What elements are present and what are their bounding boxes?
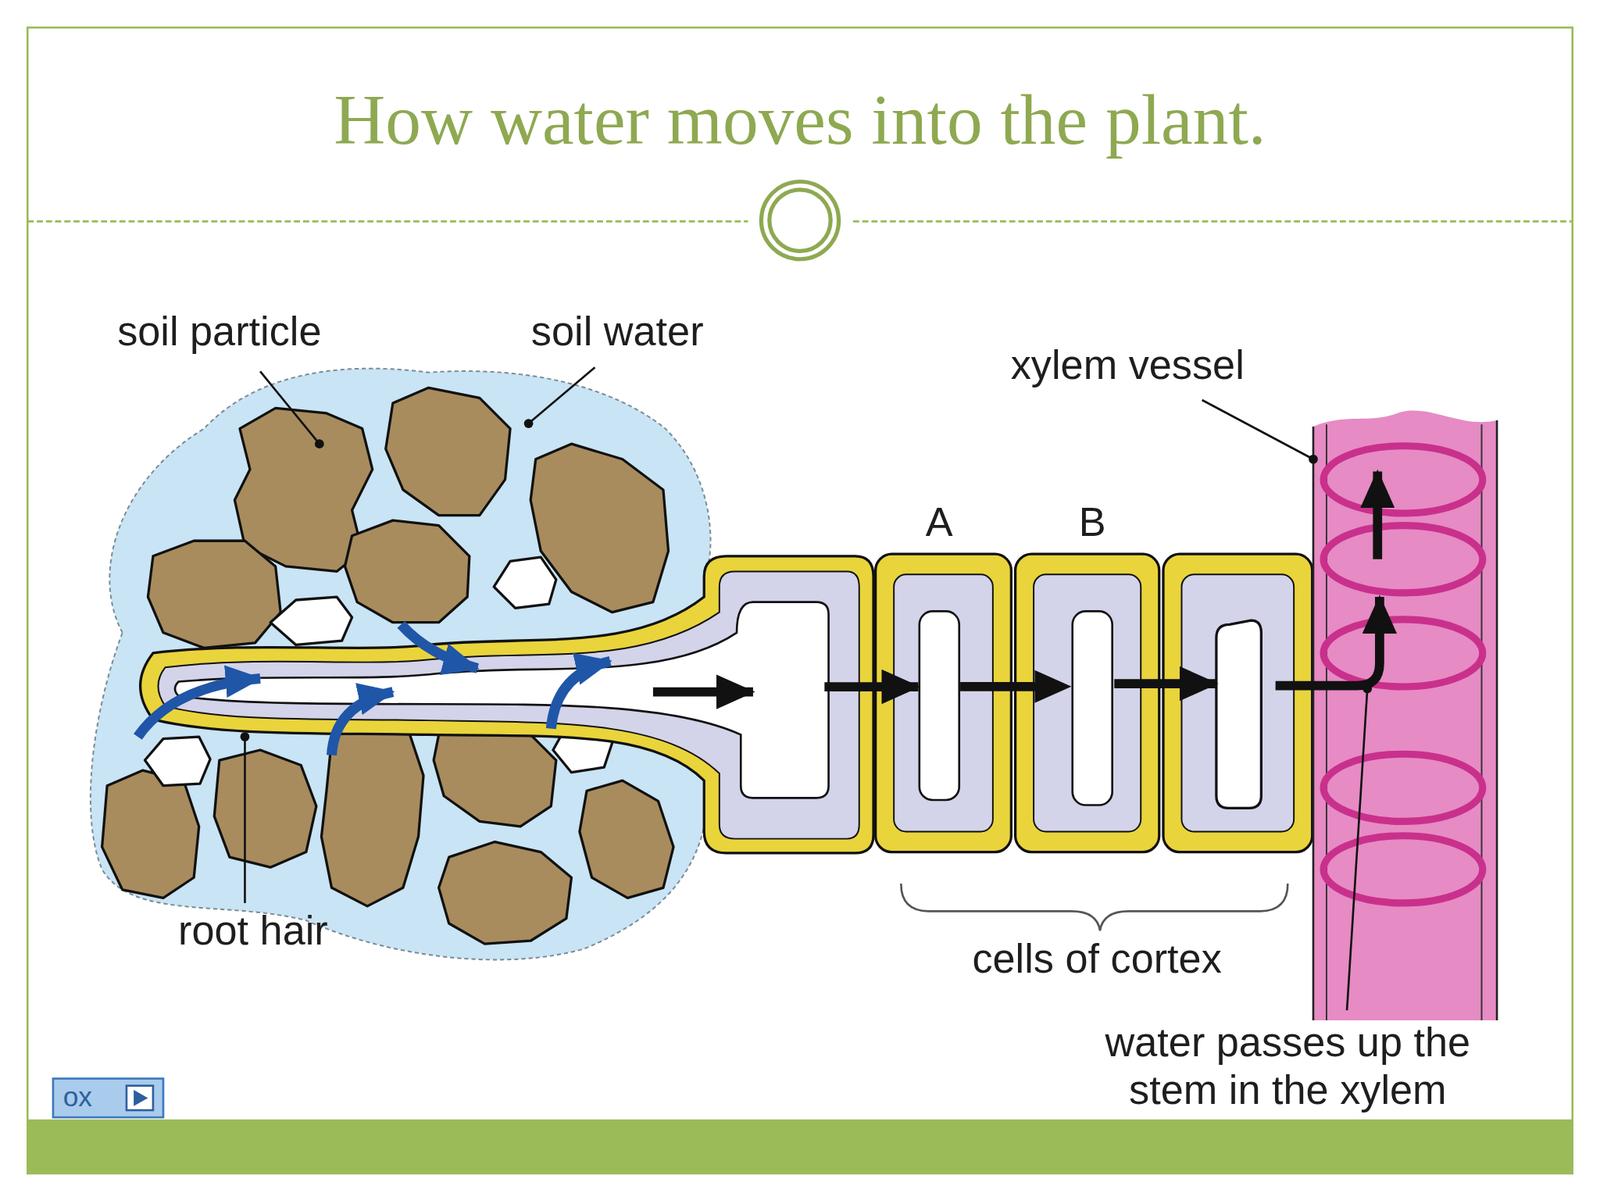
slide-frame bbox=[27, 27, 1572, 1174]
leader-dot bbox=[1362, 684, 1372, 694]
xylem-edge bbox=[1481, 424, 1483, 1021]
leader-dot bbox=[314, 439, 325, 449]
xylem-ring bbox=[1323, 619, 1483, 687]
root-hair-cell-wall bbox=[140, 556, 874, 854]
cortex-cytoplasm bbox=[893, 574, 993, 832]
xylem-ring bbox=[1323, 525, 1483, 593]
cortex-cytoplasm bbox=[1033, 574, 1141, 832]
watermark-play-icon bbox=[133, 1089, 148, 1107]
note-label: water passes up the stem in the xylem bbox=[1073, 1017, 1503, 1115]
water-arrow bbox=[400, 624, 478, 668]
part-label: soil particle bbox=[117, 307, 322, 357]
soil-particle bbox=[214, 750, 317, 868]
flow-arrow bbox=[1114, 678, 1217, 689]
cortex-cell-wall bbox=[1163, 553, 1313, 852]
soil-particle bbox=[147, 540, 281, 648]
xylem-rings bbox=[1323, 446, 1483, 904]
soil-particle bbox=[385, 387, 511, 515]
flow-arrow bbox=[1275, 596, 1380, 686]
leader-dot bbox=[1308, 454, 1318, 465]
flow-arrows bbox=[653, 471, 1380, 692]
leader-line bbox=[1346, 689, 1368, 1011]
xylem-edge bbox=[1496, 420, 1499, 1021]
watermark-text: ox bbox=[63, 1082, 93, 1115]
leader-line bbox=[528, 367, 596, 424]
part-label: root hair bbox=[178, 906, 329, 955]
water-arrow bbox=[331, 692, 393, 756]
soil-particle bbox=[344, 520, 469, 623]
soil-particle bbox=[579, 780, 674, 898]
cell-vacuole: A bbox=[918, 610, 961, 801]
arrow-head bbox=[1034, 670, 1072, 704]
leader-line bbox=[260, 371, 320, 444]
air-space bbox=[493, 557, 557, 608]
soil-particle bbox=[439, 842, 572, 945]
cell-letter: B bbox=[1078, 497, 1107, 545]
root-hair-cytoplasm bbox=[157, 571, 859, 839]
water-entry-arrows bbox=[137, 624, 611, 755]
watermark-play-box bbox=[126, 1085, 154, 1111]
flow-arrow bbox=[1372, 471, 1383, 559]
xylem-vessel bbox=[1313, 410, 1497, 1022]
group-label: cells of cortex bbox=[971, 935, 1222, 984]
water-arrow bbox=[137, 678, 261, 737]
leader-dot bbox=[524, 418, 534, 429]
slide-title: How water moves into the plant. bbox=[0, 77, 1600, 164]
leader-line bbox=[1202, 400, 1314, 460]
cortex-vacuole bbox=[1216, 620, 1261, 808]
part-label: soil water bbox=[531, 307, 704, 357]
air-space bbox=[144, 736, 211, 786]
leader-line bbox=[243, 736, 247, 904]
cortex-cell-wall bbox=[875, 553, 1012, 852]
xylem-wall bbox=[1313, 410, 1497, 1022]
part-label: xylem vessel bbox=[1010, 341, 1245, 390]
divider-ring bbox=[760, 181, 839, 259]
cell-letter: A bbox=[925, 497, 954, 545]
flow-arrow bbox=[653, 687, 754, 697]
water-arrow bbox=[550, 660, 611, 729]
air-space bbox=[270, 596, 352, 645]
cell-vacuole: B bbox=[1071, 610, 1114, 807]
cortex-cytoplasm bbox=[1181, 574, 1294, 832]
footer-band bbox=[27, 1119, 1572, 1174]
divider-line bbox=[853, 220, 1573, 223]
leader-dot bbox=[240, 732, 250, 742]
xylem-edge bbox=[1325, 424, 1328, 1021]
cortex-cells bbox=[875, 553, 1313, 852]
xylem-ring bbox=[1323, 753, 1483, 822]
cortex-cell-wall bbox=[1015, 553, 1160, 852]
leader-dots bbox=[240, 418, 1372, 742]
watermark-button bbox=[53, 1078, 164, 1118]
divider-line bbox=[27, 220, 748, 223]
flow-connector bbox=[960, 682, 1041, 692]
xylem-ring bbox=[1323, 446, 1483, 514]
leader-lines bbox=[244, 367, 1368, 1011]
root-hair-vacuole bbox=[175, 602, 829, 799]
soil-particle bbox=[102, 770, 200, 898]
xylem-ring bbox=[1323, 835, 1483, 904]
flow-arrow bbox=[824, 682, 918, 692]
cortex-brace bbox=[900, 883, 1288, 931]
divider-ring bbox=[769, 189, 831, 251]
xylem-edge bbox=[1312, 426, 1315, 1021]
